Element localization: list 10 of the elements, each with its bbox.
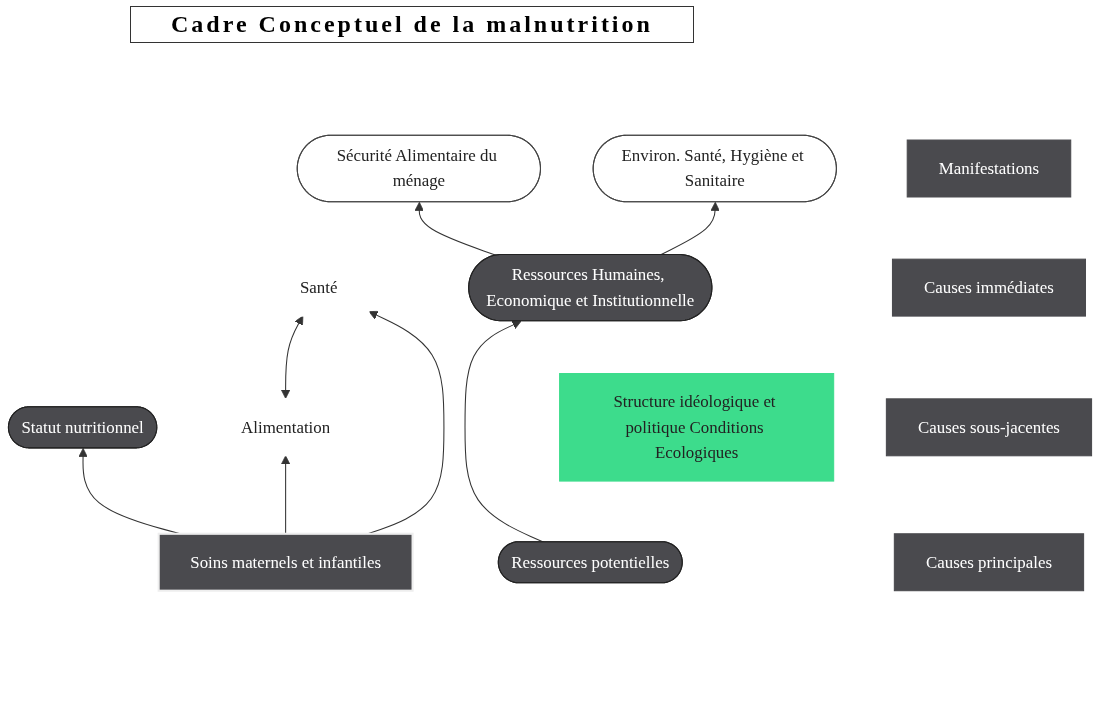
- diagram-title: Cadre Conceptuel de la malnutrition: [130, 6, 694, 43]
- node-box: Causes immédiates: [891, 258, 1086, 317]
- node-box: Causes principales: [893, 533, 1085, 592]
- node-box: Soins maternels et infantiles: [157, 532, 414, 592]
- node-text: Santé: [299, 278, 338, 297]
- arrow: [281, 315, 304, 399]
- node-box: Structure idéologique et politique Conditions Ecologiques: [559, 373, 835, 482]
- node-box: Causes sous-jacentes: [885, 398, 1093, 457]
- node-text: Alimentation: [241, 417, 331, 436]
- node-box: Manifestations: [906, 139, 1072, 198]
